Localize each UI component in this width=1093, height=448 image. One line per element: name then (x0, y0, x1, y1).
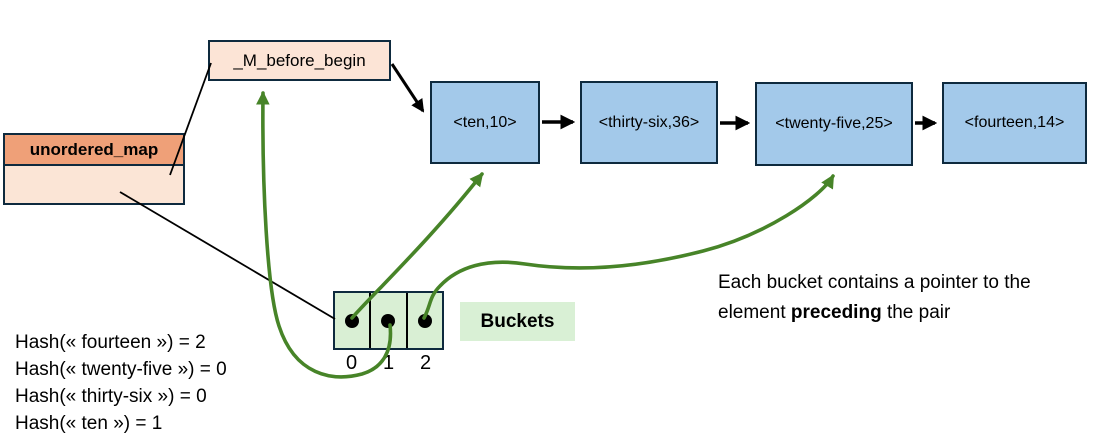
caption-line2-suffix: the pair (881, 302, 951, 323)
bucket-cell-0 (335, 293, 370, 348)
bucket-caption: Each bucket contains a pointer to the el… (718, 268, 1078, 328)
hash-line-twenty-five: Hash(« twenty-five ») = 0 (15, 359, 227, 380)
list-node-thirty-six: <thirty-six,36> (580, 81, 718, 164)
bucket-pointer-dot (381, 313, 396, 328)
unordered-map-struct: unordered_map (3, 133, 185, 205)
list-node-fourteen: <fourteen,14> (942, 82, 1087, 164)
caption-line2-bold: preceding (790, 302, 882, 323)
caption-line-1: Each bucket contains a pointer to the (718, 272, 1031, 293)
bucket-index-2: 2 (419, 352, 432, 374)
bucket-cell-2 (405, 293, 442, 348)
bucket-index-1: 1 (382, 352, 395, 374)
list-node-twenty-five: <twenty-five,25> (755, 82, 913, 166)
unordered-map-buckets-field (5, 166, 183, 203)
caption-line2-prefix: element (718, 302, 791, 323)
bucket-array (333, 291, 444, 350)
bucket-pointer-dot (417, 313, 432, 328)
list-node-ten: <ten,10> (430, 81, 540, 164)
before-begin-node: _M_before_begin (208, 40, 391, 81)
hash-line-ten: Hash(« ten ») = 1 (15, 413, 163, 434)
hash-results: Hash(« fourteen ») = 2 Hash(« twenty-fiv… (15, 329, 227, 437)
bucket-pointer-dot (345, 313, 360, 328)
bucket-cell-1 (369, 293, 406, 348)
unordered-map-title: unordered_map (5, 135, 183, 166)
caption-line-2: element preceding the pair (718, 298, 1078, 328)
bucket-index-0: 0 (345, 352, 358, 374)
arrow-before-begin-to-ten (390, 63, 425, 113)
buckets-label: Buckets (460, 302, 575, 341)
line-map-to-buckets (119, 191, 336, 320)
hash-line-thirty-six: Hash(« thirty-six ») = 0 (15, 386, 207, 407)
hash-line-fourteen: Hash(« fourteen ») = 2 (15, 332, 206, 353)
